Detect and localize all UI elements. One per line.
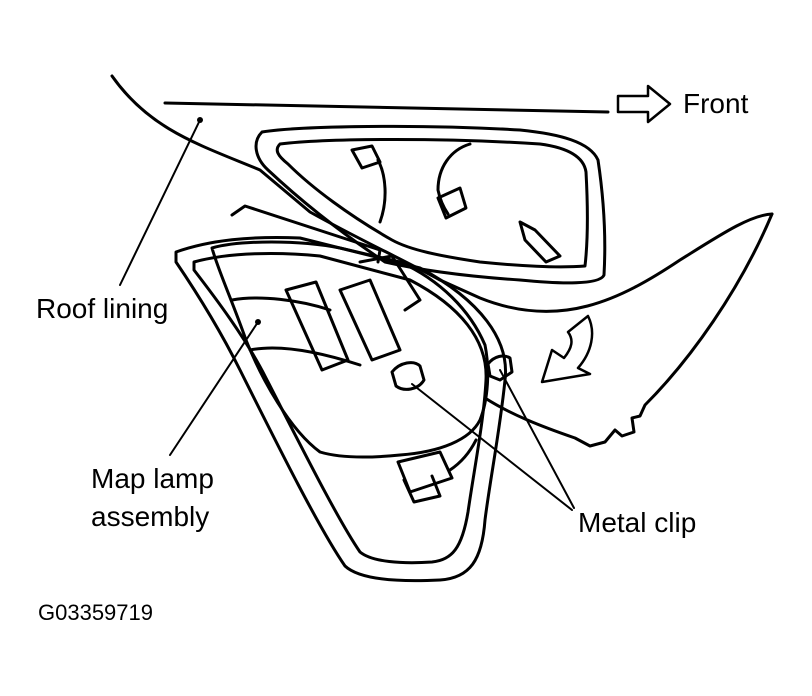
lamp-switch-block	[284, 280, 350, 372]
mount-tab	[518, 220, 562, 264]
metal-clip-leader-line-1	[411, 383, 573, 511]
harness-connector-right	[436, 186, 468, 220]
figure-code: G03359719	[38, 600, 153, 625]
lamp-opening-inner	[275, 138, 589, 269]
lamp-bezel-inner	[192, 252, 488, 565]
roof-lining-leader-line	[119, 119, 201, 286]
lamp-housing	[210, 240, 490, 459]
map-lamp-label-line2: assembly	[91, 501, 210, 532]
lamp-lens-divider	[230, 296, 332, 312]
harness-wire-main	[436, 142, 472, 216]
lamp-switch-block-3	[358, 254, 422, 312]
harness-connector-left	[350, 144, 382, 170]
removal-direction-arrow-icon	[540, 314, 594, 384]
metal-clip-left	[390, 361, 426, 391]
map-lamp-leader-dot	[255, 319, 261, 325]
lamp-lower-wire	[448, 438, 478, 472]
lamp-switch-block-2	[338, 278, 402, 362]
map-lamp-leader-line	[169, 321, 259, 456]
harness-wire-left	[376, 158, 387, 224]
front-label: Front	[683, 88, 749, 119]
metal-clip-right	[486, 354, 514, 382]
lamp-opening-outer	[254, 124, 607, 285]
lamp-housing-top	[230, 204, 382, 264]
lamp-bezel-outline	[174, 236, 508, 583]
front-reference-line	[163, 101, 610, 114]
metal-clip-leader-line-2	[499, 369, 575, 509]
front-arrow-icon	[616, 84, 672, 124]
metal-clip-label: Metal clip	[578, 507, 697, 538]
roof-lining-leader-dot	[197, 117, 203, 123]
roof-lining-outline	[110, 74, 774, 313]
map-lamp-label-line1: Map lamp	[91, 463, 214, 494]
roof-lining-label: Roof lining	[36, 293, 169, 324]
roof-lining-lower-edge	[483, 212, 774, 448]
lamp-lower-connector-2	[402, 474, 442, 504]
